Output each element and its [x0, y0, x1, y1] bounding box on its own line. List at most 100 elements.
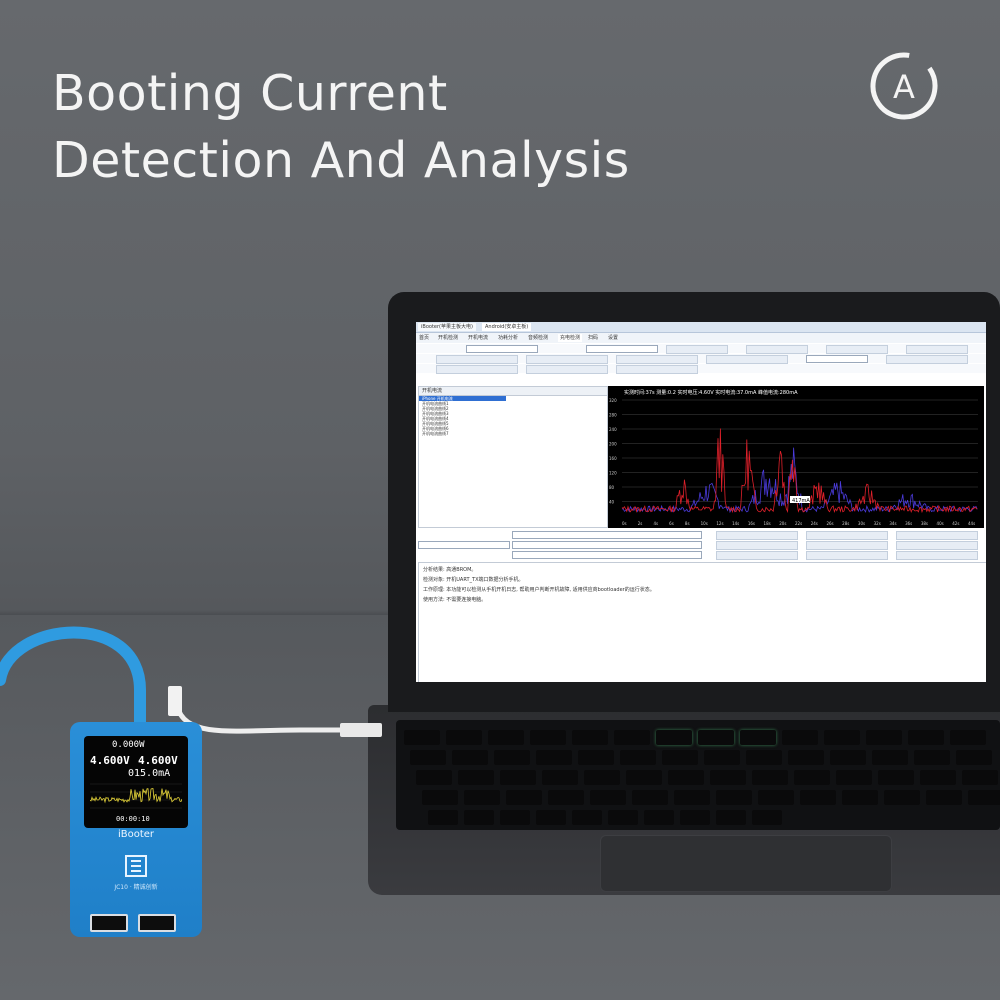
chart-x-tick: 26s — [826, 521, 833, 526]
app-tab-1[interactable]: iBooter(苹果主板大电) — [418, 323, 476, 331]
curve-list-item[interactable]: 开机电流曲线3 — [422, 411, 449, 416]
chart-x-tick: 16s — [748, 521, 755, 526]
toolbar-button[interactable] — [706, 355, 788, 364]
speed-select[interactable] — [806, 355, 868, 363]
chart-x-tick: 6s — [669, 521, 674, 526]
keyboard-key — [608, 810, 638, 825]
chart-y-tick: 280 — [609, 413, 617, 418]
toolbar-button[interactable] — [666, 345, 728, 354]
chart-x-tick: 34s — [889, 521, 896, 526]
keyboard-key — [716, 790, 752, 805]
device-current: 015.0mA — [128, 768, 171, 779]
device-voltage-right: 4.600V — [138, 754, 178, 767]
option-select[interactable] — [418, 541, 510, 549]
usb-c-plug — [340, 723, 382, 737]
option-button[interactable] — [806, 531, 888, 540]
curve-list-item[interactable]: 开机电流曲线5 — [422, 421, 449, 426]
keyboard-key — [740, 730, 776, 745]
keyboard-key — [632, 790, 668, 805]
mode-select[interactable] — [586, 345, 658, 353]
blue-cable — [0, 626, 146, 728]
toolbar-button[interactable] — [616, 365, 698, 374]
port-select[interactable] — [466, 345, 538, 353]
chart-x-tick: 2s — [638, 521, 643, 526]
usb-port-left — [90, 914, 128, 932]
menu-item[interactable]: 开机检测 — [438, 335, 459, 341]
toolbar-button[interactable] — [526, 355, 608, 364]
keyboard-key — [956, 750, 992, 765]
option-button[interactable] — [716, 541, 798, 550]
keyboard-key — [530, 730, 566, 745]
chart-series-blue — [621, 447, 978, 514]
menu-item[interactable]: 扫码 — [588, 335, 599, 341]
chart-x-tick: 38s — [921, 521, 928, 526]
device-power: 0.000W — [112, 740, 145, 750]
menu-item-active[interactable]: 充电检测 — [558, 334, 583, 342]
option-button[interactable] — [716, 551, 798, 560]
option-row-2 — [416, 540, 986, 550]
laptop-trackpad — [600, 835, 892, 892]
menu-item[interactable]: 设置 — [608, 335, 619, 341]
curve-list-item[interactable]: 开机电流曲线4 — [422, 416, 449, 421]
device-screen — [84, 736, 188, 828]
chart-x-tick: 14s — [732, 521, 739, 526]
chart-y-tick: 80 — [609, 485, 615, 490]
curve-list-item[interactable]: 开机电流曲线6 — [422, 426, 449, 431]
keyboard-key — [590, 790, 626, 805]
option-row-1 — [416, 530, 986, 540]
chart-x-tick: 0s — [622, 521, 627, 526]
keyboard-key — [800, 790, 836, 805]
toolbar-button[interactable] — [906, 345, 968, 354]
option-select[interactable] — [512, 541, 702, 549]
menu-item[interactable]: 音频检测 — [528, 335, 549, 341]
keyboard-key — [710, 770, 746, 785]
option-button[interactable] — [896, 551, 978, 560]
toolbar-button[interactable] — [436, 355, 518, 364]
curve-list-item[interactable]: iPhone 开机电流 — [419, 396, 506, 401]
keyboard-key — [620, 750, 656, 765]
toolbar-button[interactable] — [616, 355, 698, 364]
toolbar-button[interactable] — [886, 355, 968, 364]
keyboard-key — [464, 810, 494, 825]
headline-line-2: Detection And Analysis — [52, 132, 630, 189]
keyboard-key — [794, 770, 830, 785]
keyboard-key — [788, 750, 824, 765]
white-cable — [173, 699, 352, 734]
keyboard-key — [674, 790, 710, 805]
laptop-screen: iBooter(苹果主板大电) Android(安卓主板) 首页 开机检测 开机… — [416, 322, 986, 682]
keyboard-key — [872, 750, 908, 765]
app-tab-2[interactable]: Android(安卓主板) — [482, 323, 532, 331]
curve-list-item[interactable]: 开机电流曲线7 — [422, 431, 449, 436]
keyboard-key — [704, 750, 740, 765]
option-select[interactable] — [512, 551, 702, 559]
curve-list-item[interactable]: 开机电流曲线1 — [422, 401, 449, 406]
chart-x-tick: 8s — [685, 521, 690, 526]
device-brand: iBooter — [117, 829, 155, 840]
option-select[interactable] — [512, 531, 702, 539]
menu-item[interactable]: 功耗分析 — [498, 335, 519, 341]
option-button[interactable] — [896, 531, 978, 540]
menu-item[interactable]: 首页 — [419, 335, 430, 341]
keyboard-key — [716, 810, 746, 825]
toolbar-button[interactable] — [746, 345, 808, 354]
keyboard-key — [830, 750, 866, 765]
toolbar-button[interactable] — [826, 345, 888, 354]
headline: Booting Current Detection And Analysis — [52, 60, 630, 194]
current-chart: 实测时间:37s 测量:0.2 实时电压:4.60V 实时电流:37.0mA 峰… — [608, 386, 984, 528]
keyboard-key — [662, 750, 698, 765]
chart-y-tick: 160 — [609, 456, 617, 461]
keyboard-key — [782, 730, 818, 745]
chart-x-tick: 18s — [764, 521, 771, 526]
option-button[interactable] — [716, 531, 798, 540]
app-tab-bar: iBooter(苹果主板大电) Android(安卓主板) — [416, 322, 986, 333]
menu-item[interactable]: 开机电流 — [468, 335, 489, 341]
toolbar-button[interactable] — [526, 365, 608, 374]
curve-list-item[interactable]: 开机电流曲线2 — [422, 406, 449, 411]
chart-x-tick: 24s — [811, 521, 818, 526]
option-button[interactable] — [806, 541, 888, 550]
toolbar-button[interactable] — [436, 365, 518, 374]
option-button[interactable] — [806, 551, 888, 560]
keyboard-key — [968, 790, 1000, 805]
option-button[interactable] — [896, 541, 978, 550]
keyboard-key — [494, 750, 530, 765]
